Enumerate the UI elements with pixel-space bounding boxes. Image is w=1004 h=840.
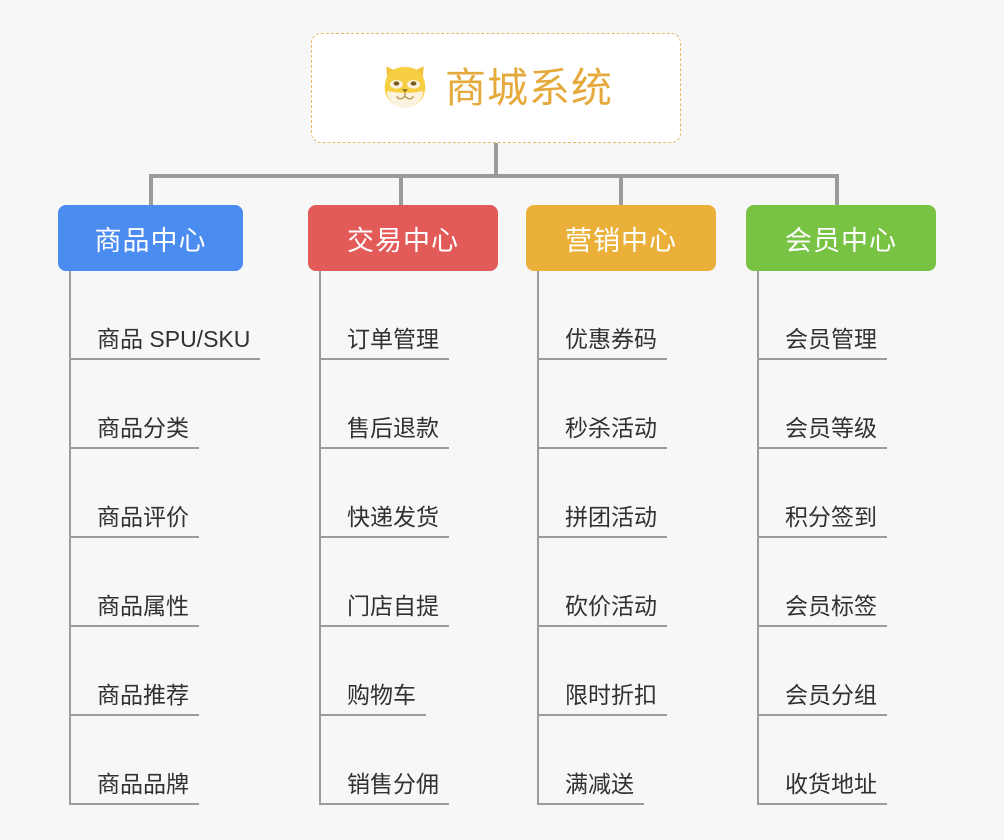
leaf-item[interactable]: 收货地址 [746,716,936,805]
leaf-item[interactable]: 优惠券码 [526,271,716,360]
leaf-label: 销售分佣 [319,771,449,805]
leaf-trunk [757,271,759,805]
leaf-item[interactable]: 购物车 [308,627,498,716]
leaf-trunk [69,271,71,805]
leaf-label: 会员分组 [757,682,887,716]
leaf-label: 售后退款 [319,415,449,449]
branch-marketing-center: 营销中心 优惠券码 秒杀活动 拼团活动 砍价活动 限时折扣 满减送 [526,205,716,805]
category-header-member-center[interactable]: 会员中心 [746,205,936,271]
connector-horizontal-bus [149,174,839,178]
branch-member-center: 会员中心 会员管理 会员等级 积分签到 会员标签 会员分组 收货地址 [746,205,936,805]
leaf-item[interactable]: 销售分佣 [308,716,498,805]
connector-drop-1 [149,174,153,207]
leaf-item[interactable]: 满减送 [526,716,716,805]
leaf-item[interactable]: 商品 SPU/SKU [58,271,308,360]
branch-product-center: 商品中心 商品 SPU/SKU 商品分类 商品评价 商品属性 商品推荐 商品品牌 [58,205,308,805]
leaf-item[interactable]: 会员分组 [746,627,936,716]
connector-drop-4 [835,174,839,207]
leaf-label: 拼团活动 [537,504,667,538]
leaf-label: 商品 SPU/SKU [69,326,261,360]
leaf-label: 门店自提 [319,593,449,627]
category-label: 营销中心 [565,225,677,256]
leaf-label: 限时折扣 [537,682,667,716]
leaf-item[interactable]: 订单管理 [308,271,498,360]
leaf-item[interactable]: 商品品牌 [58,716,308,805]
leaf-item[interactable]: 限时折扣 [526,627,716,716]
leaf-item[interactable]: 会员管理 [746,271,936,360]
root-node[interactable]: 商城系统 [311,33,681,143]
leaf-label: 会员等级 [757,415,887,449]
leaf-item[interactable]: 商品评价 [58,449,308,538]
connector-drop-3 [619,174,623,207]
leaf-label: 收货地址 [757,771,887,805]
branch-trade-center: 交易中心 订单管理 售后退款 快递发货 门店自提 购物车 销售分佣 [308,205,498,805]
category-header-product-center[interactable]: 商品中心 [58,205,243,271]
leaf-label: 满减送 [537,771,644,805]
leaf-label: 商品推荐 [69,682,199,716]
leaf-label: 积分签到 [757,504,887,538]
leaf-label: 购物车 [319,682,426,716]
leaf-label: 优惠券码 [537,326,667,360]
leaf-label: 砍价活动 [537,593,667,627]
category-label: 会员中心 [785,225,897,256]
leaf-trunk [319,271,321,805]
leaf-item[interactable]: 拼团活动 [526,449,716,538]
leaf-label: 商品属性 [69,593,199,627]
leaf-item[interactable]: 秒杀活动 [526,360,716,449]
leaf-item[interactable]: 商品分类 [58,360,308,449]
leaf-label: 快递发货 [319,504,449,538]
leaf-item[interactable]: 售后退款 [308,360,498,449]
leaf-list-product-center: 商品 SPU/SKU 商品分类 商品评价 商品属性 商品推荐 商品品牌 [58,271,308,805]
root-title: 商城系统 [445,64,613,111]
leaf-label: 秒杀活动 [537,415,667,449]
leaf-item[interactable]: 门店自提 [308,538,498,627]
connector-root-stem [494,143,498,176]
leaf-list-marketing-center: 优惠券码 秒杀活动 拼团活动 砍价活动 限时折扣 满减送 [526,271,716,805]
leaf-trunk [537,271,539,805]
category-label: 交易中心 [347,225,459,256]
leaf-item[interactable]: 会员等级 [746,360,936,449]
leaf-item[interactable]: 砍价活动 [526,538,716,627]
category-label: 商品中心 [94,225,207,256]
leaf-item[interactable]: 快递发货 [308,449,498,538]
leaf-list-trade-center: 订单管理 售后退款 快递发货 门店自提 购物车 销售分佣 [308,271,498,805]
leaf-item[interactable]: 积分签到 [746,449,936,538]
connector-drop-2 [399,174,403,207]
leaf-list-member-center: 会员管理 会员等级 积分签到 会员标签 会员分组 收货地址 [746,271,936,805]
leaf-label: 会员标签 [757,593,887,627]
leaf-item[interactable]: 会员标签 [746,538,936,627]
leaf-label: 订单管理 [319,326,449,360]
category-header-trade-center[interactable]: 交易中心 [308,205,498,271]
shiba-dog-face-icon [384,66,426,108]
leaf-item[interactable]: 商品属性 [58,538,308,627]
leaf-label: 商品评价 [69,504,199,538]
category-header-marketing-center[interactable]: 营销中心 [526,205,716,271]
leaf-label: 商品品牌 [69,771,199,805]
leaf-label: 商品分类 [69,415,199,449]
leaf-label: 会员管理 [757,326,887,360]
leaf-item[interactable]: 商品推荐 [58,627,308,716]
